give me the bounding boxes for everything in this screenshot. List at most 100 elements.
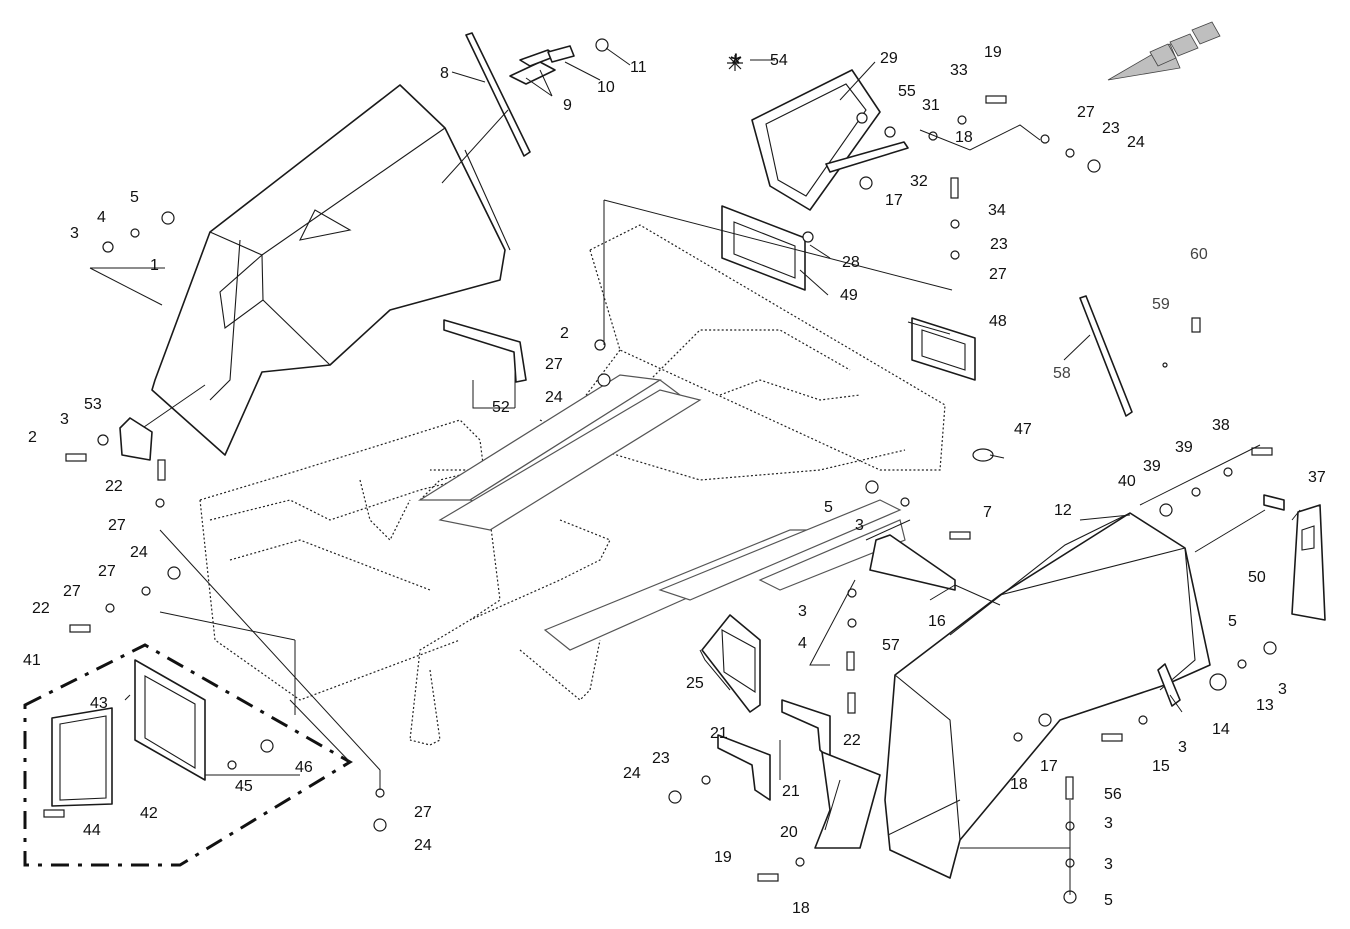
callout-12: 12: [1054, 502, 1072, 519]
callout-53: 53: [84, 396, 102, 413]
window-part-29: [751, 69, 881, 211]
plate-part-49: [721, 205, 806, 291]
callout-3: 3: [798, 603, 807, 620]
callout-45: 45: [235, 778, 253, 795]
callout-22: 22: [843, 732, 861, 749]
callout-22: 22: [105, 478, 123, 495]
callout-58: 58: [1053, 365, 1071, 382]
callout-48: 48: [989, 313, 1007, 330]
callout-3: 3: [60, 411, 69, 428]
callout-13: 13: [1256, 697, 1274, 714]
panel-part-50: [1291, 504, 1326, 621]
callout-27: 27: [1077, 104, 1095, 121]
hardware-fasteners: [43, 38, 1277, 904]
bracket-part-52: [443, 319, 527, 383]
callout-31: 31: [922, 97, 940, 114]
clamp-part-9: [509, 49, 557, 85]
rod-part-8: [465, 32, 531, 157]
callout-3: 3: [70, 225, 79, 242]
callout-55: 55: [898, 83, 916, 100]
callout-14: 14: [1212, 721, 1230, 738]
callout-9: 9: [563, 97, 572, 114]
callout-29: 29: [880, 50, 898, 67]
callout-23: 23: [990, 236, 1008, 253]
callout-3: 3: [855, 517, 864, 534]
callout-37: 37: [1308, 469, 1326, 486]
callout-10: 10: [597, 79, 615, 96]
callout-18: 18: [1010, 776, 1028, 793]
callout-2: 2: [28, 429, 37, 446]
callout-23: 23: [1102, 120, 1120, 137]
callout-32: 32: [910, 173, 928, 190]
plate-part-48: [911, 317, 976, 381]
bracket-part-14: [1157, 663, 1181, 707]
callout-4: 4: [798, 635, 807, 652]
callout-24: 24: [414, 837, 432, 854]
callout-27: 27: [108, 517, 126, 534]
callout-7: 7: [983, 504, 992, 521]
callout-34: 34: [988, 202, 1006, 219]
callout-27: 27: [63, 583, 81, 600]
panel-part-25: [701, 614, 761, 713]
callout-46: 46: [295, 759, 313, 776]
callout-56: 56: [1104, 786, 1122, 803]
plate-part-37: [1263, 494, 1285, 511]
callout-5: 5: [130, 189, 139, 206]
callout-41: 41: [23, 652, 41, 669]
callout-24: 24: [545, 389, 563, 406]
callout-21: 21: [782, 783, 800, 800]
callout-47: 47: [1014, 421, 1032, 438]
callout-11: 11: [630, 59, 647, 76]
assembly-41-outline: [23, 643, 353, 867]
callout-39: 39: [1175, 439, 1193, 456]
callout-25: 25: [686, 675, 704, 692]
callout-27: 27: [98, 563, 116, 580]
callout-15: 15: [1152, 758, 1170, 775]
callout-17: 17: [885, 192, 903, 209]
callout-3: 3: [1178, 739, 1187, 756]
callout-5: 5: [1228, 613, 1237, 630]
callout-3: 3: [1104, 815, 1113, 832]
callout-27: 27: [545, 356, 563, 373]
callout-44: 44: [83, 822, 101, 839]
callout-27: 27: [414, 804, 432, 821]
callout-18: 18: [792, 900, 810, 917]
callout-2: 2: [560, 325, 569, 342]
plate-part-43: [134, 659, 206, 781]
callout-24: 24: [1127, 134, 1145, 151]
callout-60: 60: [1190, 246, 1208, 263]
asterisk-marker: *: [730, 48, 742, 81]
callout-21: 21: [710, 725, 728, 742]
callout-20: 20: [780, 824, 798, 841]
callout-23: 23: [652, 750, 670, 767]
bracket-part-16: [869, 534, 956, 591]
leader-lines: [89, 47, 1301, 895]
callout-24: 24: [130, 544, 148, 561]
strap-part-58: [1079, 295, 1133, 417]
callout-5: 5: [824, 499, 833, 516]
callout-17: 17: [1040, 758, 1058, 775]
callout-19: 19: [714, 849, 732, 866]
callout-19: 19: [984, 44, 1002, 61]
bracket-part-53: [119, 417, 153, 461]
callout-40: 40: [1118, 473, 1136, 490]
frame-logo-outline: [417, 374, 906, 651]
callout-50: 50: [1248, 569, 1266, 586]
callout-49: 49: [840, 287, 858, 304]
bracket-part-32: [825, 141, 909, 173]
direction-arrow-icon: [1107, 21, 1221, 81]
callout-38: 38: [1212, 417, 1230, 434]
callout-42: 42: [140, 805, 158, 822]
callout-52: 52: [492, 399, 510, 416]
reflector-part-42: [51, 707, 113, 807]
callout-22: 22: [32, 600, 50, 617]
callout-28: 28: [842, 254, 860, 271]
callout-18: 18: [955, 129, 973, 146]
callout-5: 5: [1104, 892, 1113, 909]
callout-8: 8: [440, 65, 449, 82]
callout-1: 1: [150, 257, 159, 274]
left-fender-part-1: [151, 84, 511, 456]
right-fender-part-12: [884, 512, 1211, 879]
